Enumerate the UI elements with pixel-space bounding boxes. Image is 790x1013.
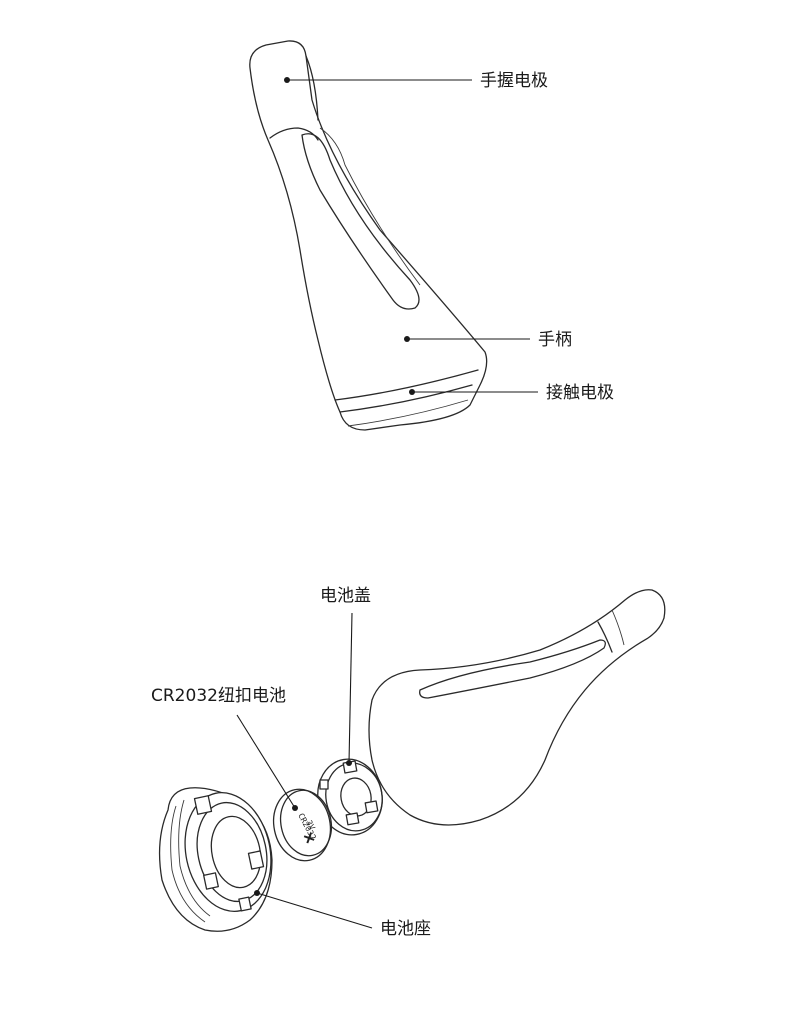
callout-handle: 手柄 [404, 330, 572, 350]
coin-cell: CR2032 3V + [272, 788, 333, 862]
label-coin-cell: CR2032纽扣电池 [151, 686, 286, 706]
device-body [249, 40, 488, 431]
assembled-device [249, 40, 488, 431]
callout-contact-electrode: 接触电极 [409, 383, 614, 403]
battery-holder [158, 787, 273, 932]
label-battery-cover: 电池盖 [320, 586, 371, 606]
exploded-slot [419, 639, 606, 699]
battery-cover [317, 758, 383, 836]
grip-slot [301, 133, 420, 310]
coin-cell-polarity: + [299, 827, 319, 851]
label-contact-electrode: 接触电极 [546, 383, 614, 403]
callout-grip-electrode: 手握电极 [284, 71, 548, 91]
label-handle: 手柄 [538, 330, 572, 350]
coin-cell-voltage: 3V [304, 819, 317, 832]
callout-coin-cell: CR2032纽扣电池 [151, 686, 298, 811]
label-battery-holder: 电池座 [380, 919, 431, 939]
callout-battery-holder: 电池座 [254, 890, 431, 939]
exploded-device-body [368, 589, 666, 826]
label-grip-electrode: 手握电极 [480, 71, 548, 91]
contact-electrode-ring [334, 369, 479, 401]
callout-battery-cover: 电池盖 [320, 586, 371, 766]
